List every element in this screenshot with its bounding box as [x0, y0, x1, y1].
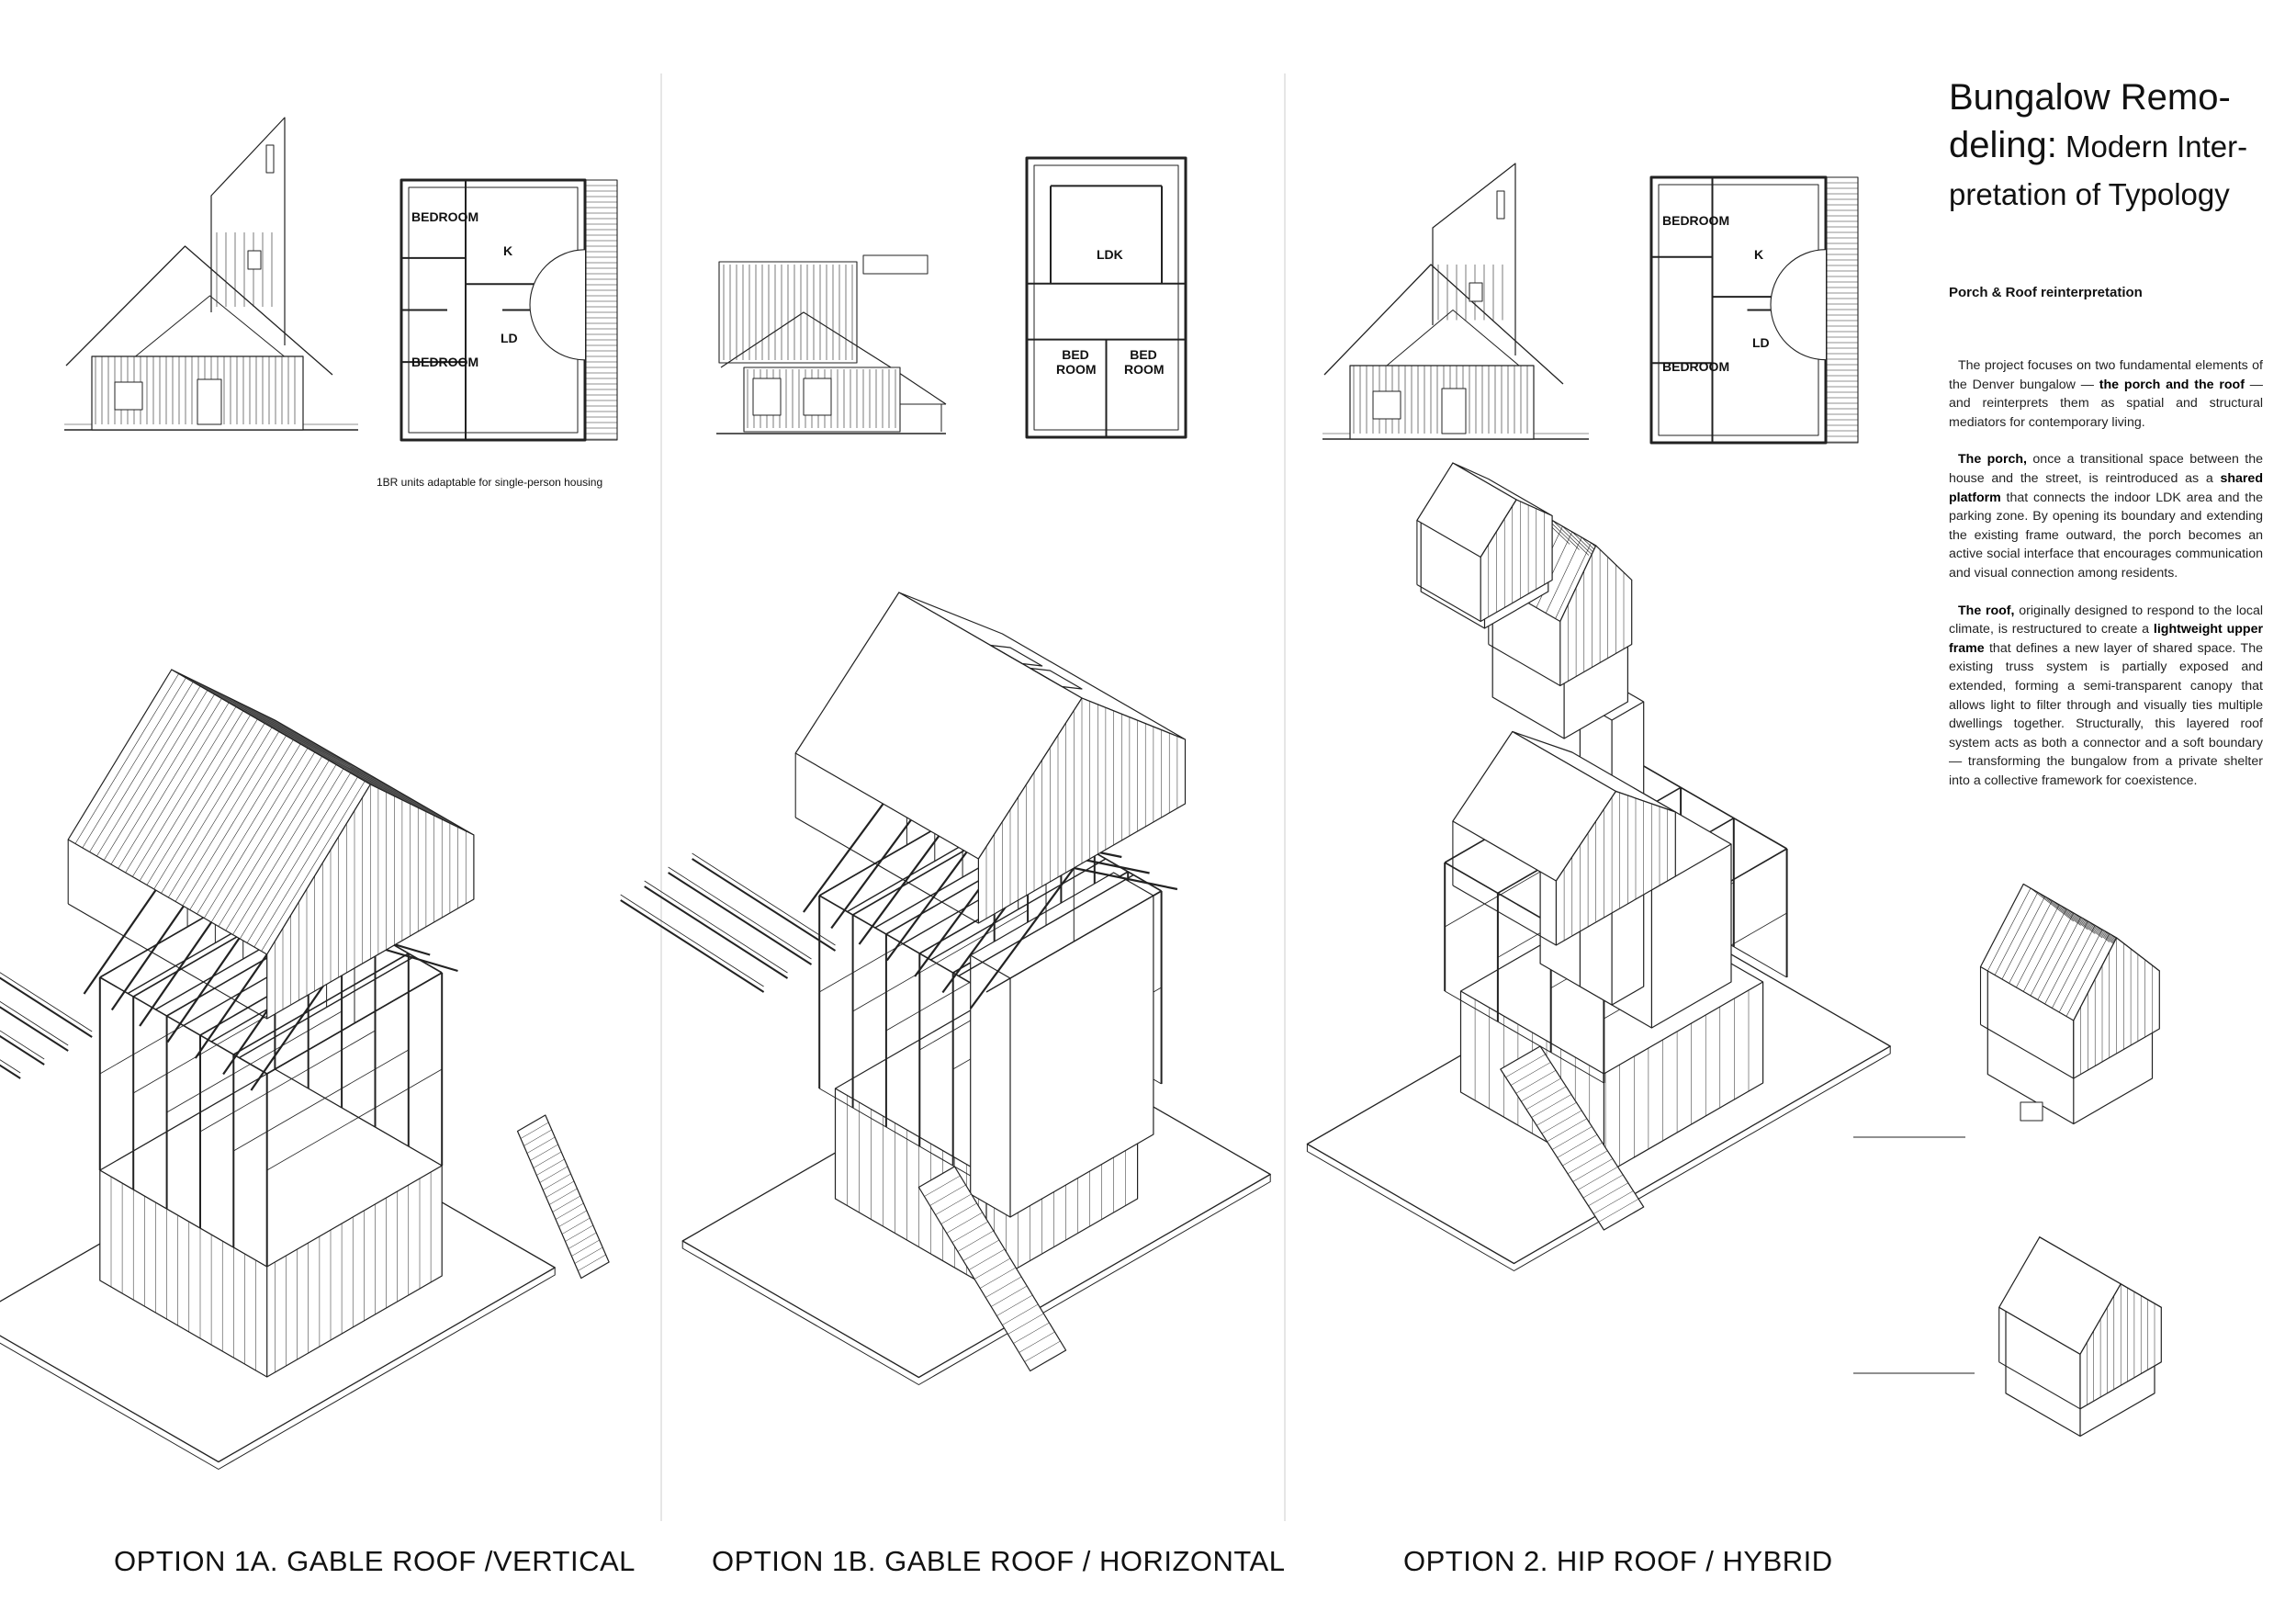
caption-option-1a: OPTION 1A. GABLE ROOF /VERTICAL — [114, 1545, 636, 1577]
plan-1a-label-k: K — [503, 243, 513, 258]
description: The project focuses on two fundamental e… — [1949, 356, 2263, 808]
bold-text: The porch, — [1958, 452, 2027, 468]
page-title: Bungalow Remo- deling: Modern Inter- pre… — [1949, 73, 2289, 219]
bold-text: lightweight upper frame — [1949, 622, 2263, 656]
text: originally designed to respond to the lo… — [1949, 603, 2263, 637]
text: once a transitional space between the ho… — [1949, 452, 2263, 486]
text: that connects the indoor LDK area and th… — [1949, 490, 2263, 581]
floor-plan-option-1a — [400, 178, 618, 442]
elevation-option-1a — [64, 117, 358, 431]
axonometric-option-1a — [0, 669, 610, 1470]
paragraph-roof: The roof, originally designed to respond… — [1949, 602, 2263, 791]
bold-text: The roof, — [1958, 603, 2015, 618]
plan-2-label-k: K — [1754, 247, 1764, 262]
text: that defines a new layer of shared space… — [1949, 640, 2263, 788]
title-line-2b: Modern Inter- — [2056, 130, 2248, 164]
paragraph-intro: The project focuses on two fundamental e… — [1949, 356, 2263, 432]
floor-plan-option-1b — [1025, 156, 1187, 439]
text: The project focuses on two fundamental e… — [1949, 358, 2263, 392]
elevation-option-1b — [716, 254, 947, 434]
caption-option-1b: OPTION 1B. GABLE ROOF / HORIZONTAL — [712, 1545, 1286, 1577]
elevation-option-2 — [1322, 163, 1589, 440]
bold-text: shared platform — [1949, 470, 2263, 505]
title-line-2a: deling: — [1949, 125, 2057, 165]
plan-2-label-ld: LD — [1752, 335, 1770, 350]
plan-1a-label-bedroom-bottom: BEDROOM — [411, 355, 479, 369]
subtitle: Porch & Roof reinterpretation — [1949, 285, 2143, 300]
floor-plan-option-2 — [1649, 175, 1859, 445]
title-line-1: Bungalow Remo- — [1949, 77, 2231, 118]
plan-1b-label-bedroom-right: BED ROOM — [1124, 347, 1165, 377]
title-line-3: pretation of Typology — [1949, 177, 2230, 211]
plan-2-label-bedroom-top: BEDROOM — [1662, 213, 1730, 228]
axonometric-option-1b — [620, 592, 1271, 1385]
plan-1a-label-bedroom-top: BEDROOM — [411, 209, 479, 224]
text: — and reinterprets them as spatial and s… — [1949, 377, 2263, 430]
column-divider — [660, 73, 1286, 1521]
detail-unit-views — [1853, 883, 2162, 1438]
plan-2-label-bedroom-bottom: BEDROOM — [1662, 359, 1730, 374]
axonometric-option-2 — [1306, 462, 1891, 1271]
bold-text: the porch and the roof — [2099, 377, 2245, 392]
title-line-2: deling: Modern Inter- — [1949, 121, 2289, 171]
plan-1a-label-ld: LD — [501, 331, 518, 345]
paragraph-porch: The porch, once a transitional space bet… — [1949, 450, 2263, 582]
plan-1b-label-bedroom-left: BED ROOM — [1056, 347, 1097, 377]
plan-1b-label-ldk: LDK — [1097, 247, 1123, 262]
skylight-icon — [989, 644, 1083, 690]
caption-option-2: OPTION 2. HIP ROOF / HYBRID — [1403, 1545, 1833, 1577]
plan-1a-note: 1BR units adaptable for single-person ho… — [377, 476, 603, 489]
